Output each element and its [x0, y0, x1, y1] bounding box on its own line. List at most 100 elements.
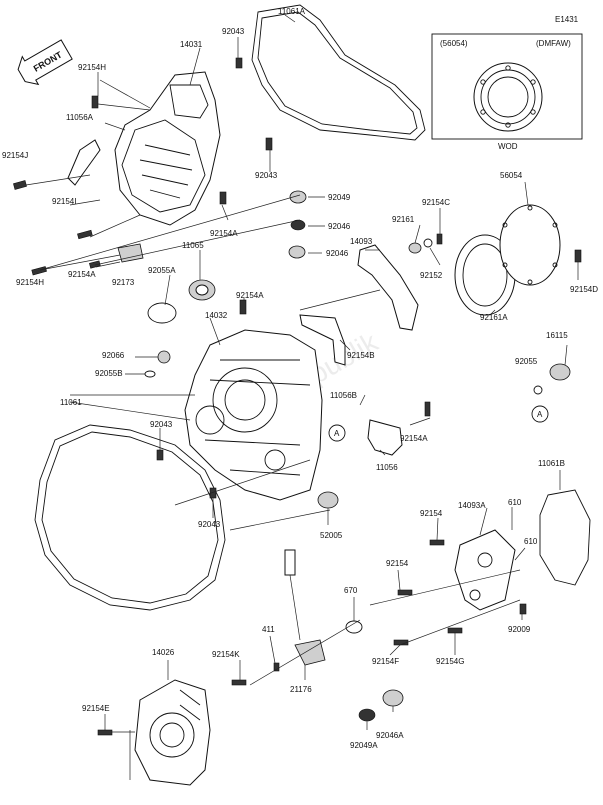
cover-14093a — [454, 529, 516, 611]
label-11061a: 11061A — [278, 7, 306, 16]
seal-92049a — [358, 708, 376, 722]
seal-92046-b — [288, 245, 306, 259]
label-610-b: 610 — [524, 537, 538, 546]
bolt-92154e — [97, 729, 113, 736]
bolt-92154-b — [397, 589, 413, 596]
label-92154f: 92154F — [372, 657, 399, 666]
label-11061: 11061 — [60, 398, 82, 407]
label-670: 670 — [344, 586, 358, 595]
label-92154i: 92154I — [52, 197, 76, 206]
label-92161a: 92161A — [480, 313, 508, 322]
bracket-11056b — [299, 314, 346, 366]
label-92154b: 92154B — [347, 351, 375, 360]
label-92043-bot: 92043 — [198, 520, 221, 529]
label-92046-b: 92046 — [326, 249, 349, 258]
label-92154g: 92154G — [436, 657, 464, 666]
seal-92049 — [289, 190, 307, 204]
bracket-11056 — [367, 419, 403, 456]
inset-box: (56054) (DMFAW) WOD — [431, 33, 583, 151]
callout-a-2 — [531, 405, 549, 423]
cover-14026 — [134, 679, 211, 786]
label-92055b: 92055B — [95, 369, 123, 378]
plug-52005 — [317, 491, 339, 509]
label-92152: 92152 — [420, 271, 443, 280]
seal-92046-a — [290, 219, 306, 231]
label-92046-a: 92046 — [328, 222, 351, 231]
bolt-92154d — [574, 249, 582, 263]
label-92055a: 92055A — [148, 266, 176, 275]
diagram-code: E1431 — [555, 15, 579, 24]
cover-56054 — [499, 204, 561, 286]
label-92066: 92066 — [102, 351, 125, 360]
label-92154-b: 92154 — [386, 559, 409, 568]
washer-92055 — [533, 385, 543, 395]
label-610-a: 610 — [508, 498, 522, 507]
bolt-92154g — [447, 627, 463, 634]
inset-header-right: (DMFAW) — [536, 39, 571, 48]
callout-a-1-label: A — [334, 429, 340, 438]
label-16115: 16115 — [546, 331, 568, 340]
label-92154a-a: 92154A — [210, 229, 238, 238]
bolt-92154-a — [429, 539, 445, 546]
label-92043-top: 92043 — [222, 27, 245, 36]
label-92161: 92161 — [392, 215, 415, 224]
front-arrow-icon: FRONT — [17, 39, 73, 86]
label-92009: 92009 — [508, 625, 531, 634]
bolts-upper-left — [13, 57, 273, 276]
label-21176: 21176 — [290, 685, 312, 694]
label-92154a-c: 92154A — [236, 291, 264, 300]
label-92154c: 92154C — [422, 198, 450, 207]
inset-caption: WOD — [498, 142, 518, 151]
label-56054: 56054 — [500, 171, 523, 180]
label-14093: 14093 — [350, 237, 373, 246]
label-11056a: 11056A — [66, 113, 94, 122]
screw-411 — [273, 662, 280, 672]
part-labels: 11061A 14031 92043 92154H 11056A 92154J … — [2, 7, 598, 750]
label-14026: 14026 — [152, 648, 175, 657]
label-92154d: 92154D — [570, 285, 598, 294]
label-11065: 11065 — [182, 241, 204, 250]
label-14031: 14031 — [180, 40, 203, 49]
gasket-11061a — [251, 4, 426, 141]
cap-16115 — [549, 363, 571, 381]
label-92154h-2: 92154H — [16, 278, 44, 287]
dowel-92043-low — [156, 449, 164, 461]
bolt-92154k — [231, 679, 247, 686]
seal-92046a — [382, 689, 404, 707]
guide-14093 — [357, 244, 419, 331]
label-92055: 92055 — [515, 357, 538, 366]
bracket-11056a — [67, 139, 101, 186]
label-92154j: 92154J — [2, 151, 28, 160]
bolt-92154a-c — [239, 299, 247, 315]
label-92049: 92049 — [328, 193, 351, 202]
washer-92152 — [423, 238, 433, 248]
label-52005: 52005 — [320, 531, 343, 540]
label-92043-mid: 92043 — [255, 171, 278, 180]
sensor-21176 — [284, 549, 326, 666]
leader-lines — [25, 14, 579, 780]
gasket-11061 — [34, 424, 226, 611]
label-92043-low: 92043 — [150, 420, 173, 429]
bolt-92009 — [519, 603, 527, 615]
label-92154a-d: 92154A — [400, 434, 428, 443]
label-411: 411 — [262, 625, 275, 634]
gasket-11061b — [539, 489, 591, 586]
label-92154-a: 92154 — [420, 509, 443, 518]
label-92154a-b: 92154A — [68, 270, 96, 279]
inset-header-left: (56054) — [440, 39, 468, 48]
callout-a-1 — [328, 424, 346, 442]
generator-cover-14031 — [114, 71, 221, 226]
label-14032: 14032 — [205, 311, 228, 320]
label-92154e: 92154E — [82, 704, 110, 713]
o-ring-92055a — [147, 302, 177, 324]
label-11056b: 11056B — [330, 391, 357, 400]
label-14093a: 14093A — [458, 501, 486, 510]
bolt-92154a-d — [424, 401, 431, 417]
label-11061b: 11061B — [538, 459, 565, 468]
clamp-92173 — [117, 243, 144, 263]
label-92154k: 92154K — [212, 650, 240, 659]
label-92173: 92173 — [112, 278, 135, 287]
label-92154h: 92154H — [78, 63, 106, 72]
